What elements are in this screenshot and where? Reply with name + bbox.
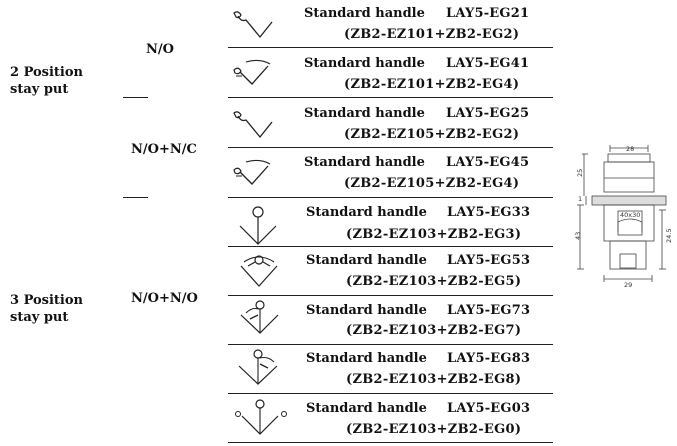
row-part-numbers: (ZB2-EZ105+ZB2-EG2)	[344, 127, 520, 142]
dimension-label: 28	[626, 145, 634, 153]
contact-type-no-no: N/O+N/O	[131, 291, 198, 306]
contact-type-no-nc: N/O+N/C	[131, 142, 197, 157]
three-position-right-arc-icon	[238, 349, 278, 385]
row-title: Standard handle	[306, 205, 427, 220]
row-part-numbers: (ZB2-EZ101+ZB2-EG2)	[344, 27, 520, 42]
divider	[228, 97, 553, 98]
dimension-label: 25	[576, 169, 584, 177]
divider	[228, 442, 553, 443]
row-part-numbers: (ZB2-EZ101+ZB2-EG4)	[344, 77, 520, 92]
row-title: Standard handle	[306, 401, 427, 416]
group-label-line1: 2 Position	[10, 65, 83, 80]
row-title: Standard handle	[304, 56, 425, 71]
row-model-code: LAY5-EG03	[447, 401, 531, 416]
row-title: Standard handle	[304, 155, 425, 170]
dimension-label: 40x30	[620, 211, 640, 219]
divider	[228, 393, 553, 394]
group-label-line1: 3 Position	[10, 293, 83, 308]
row-title: Standard handle	[306, 303, 427, 318]
row-model-code: LAY5-EG83	[447, 351, 531, 366]
two-position-check-icon	[233, 11, 273, 39]
dimension-label: 1	[578, 195, 582, 203]
group-label-3-position: 3 Position stay put	[10, 292, 83, 326]
contact-type-no: N/O	[146, 42, 174, 57]
two-position-check-icon	[233, 111, 273, 139]
row-part-numbers: (ZB2-EZ103+ZB2-EG0)	[346, 422, 522, 437]
dimension-label: 43	[574, 232, 582, 240]
row-model-code: LAY5-EG21	[446, 6, 530, 21]
dimension-label: 24.5	[665, 229, 673, 243]
two-position-arc-icon	[233, 59, 271, 85]
divider	[123, 197, 148, 198]
row-model-code: LAY5-EG73	[447, 303, 531, 318]
row-title: Standard handle	[306, 351, 427, 366]
row-part-numbers: (ZB2-EZ103+ZB2-EG3)	[346, 227, 522, 242]
divider	[123, 97, 148, 98]
three-position-dots-icon	[235, 399, 287, 435]
divider	[228, 197, 553, 198]
three-position-center-icon	[239, 206, 277, 245]
three-position-left-arc-icon	[240, 300, 279, 334]
dimension-drawing: 28 25 1 40x30 43 24.5 29	[574, 145, 673, 289]
row-model-code: LAY5-EG41	[446, 56, 530, 71]
divider	[228, 246, 553, 247]
three-position-both-arc-icon	[240, 255, 278, 287]
row-model-code: LAY5-EG33	[447, 205, 531, 220]
row-part-numbers: (ZB2-EZ103+ZB2-EG7)	[346, 323, 522, 338]
row-part-numbers: (ZB2-EZ103+ZB2-EG5)	[346, 274, 522, 289]
row-model-code: LAY5-EG25	[446, 106, 530, 121]
divider	[228, 47, 553, 48]
group-label-2-position: 2 Position stay put	[10, 64, 83, 98]
row-title: Standard handle	[304, 106, 425, 121]
row-part-numbers: (ZB2-EZ105+ZB2-EG4)	[344, 176, 520, 191]
divider	[228, 295, 553, 296]
group-label-line2: stay put	[10, 82, 69, 97]
row-part-numbers: (ZB2-EZ103+ZB2-EG8)	[346, 372, 522, 387]
divider	[228, 344, 553, 345]
row-title: Standard handle	[306, 253, 427, 268]
divider	[228, 147, 553, 148]
dimension-label: 29	[624, 281, 632, 289]
two-position-arc-icon	[233, 159, 271, 185]
group-label-line2: stay put	[10, 310, 69, 325]
row-title: Standard handle	[304, 6, 425, 21]
row-model-code: LAY5-EG45	[446, 155, 530, 170]
row-model-code: LAY5-EG53	[447, 253, 531, 268]
